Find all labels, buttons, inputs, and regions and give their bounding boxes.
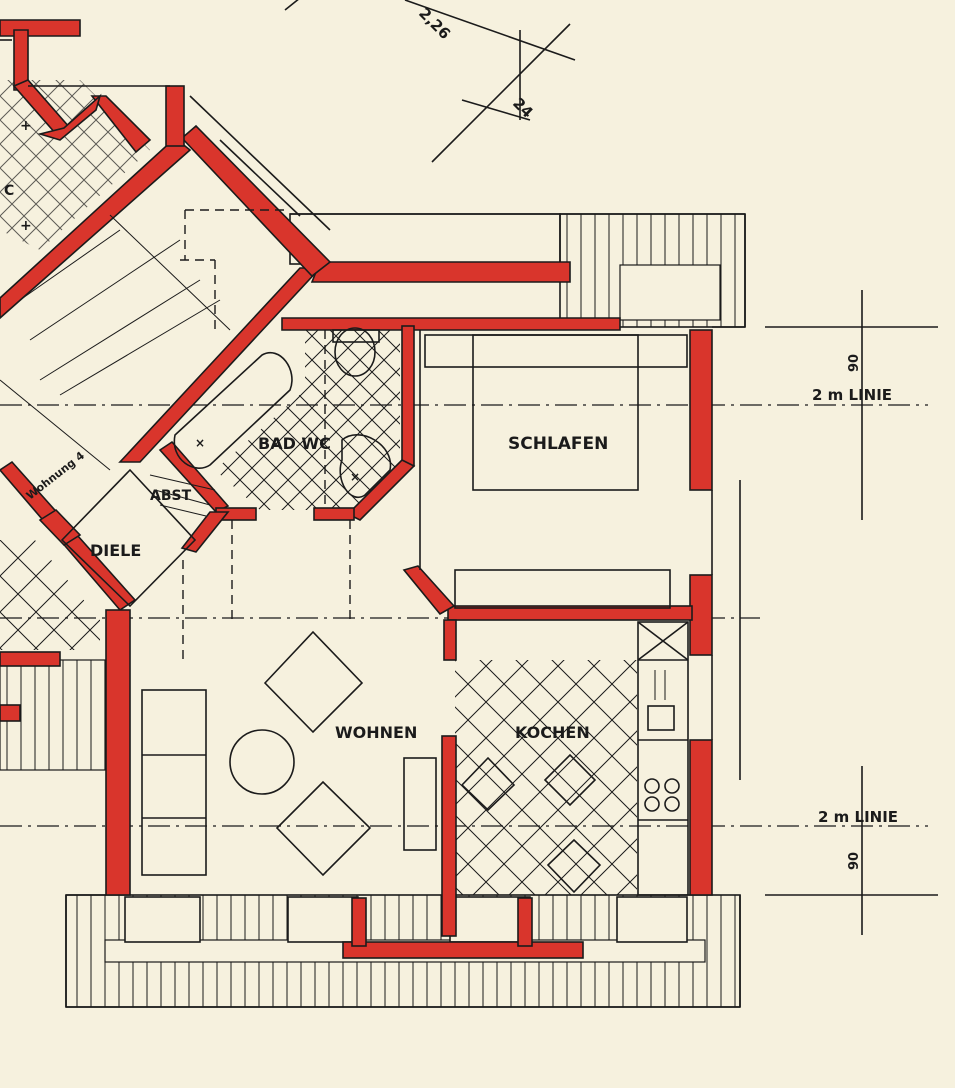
coffee-table <box>229 729 295 795</box>
dimension-diag-24: 24 <box>509 94 536 121</box>
line-label-upper: 2 m LINIE <box>812 386 892 404</box>
kitchen-table-chairs <box>460 753 602 894</box>
apartment-label: Wohnung 4 <box>24 449 87 503</box>
stove <box>644 778 680 812</box>
left-stair-hatch <box>0 659 106 771</box>
kitchen-tiles <box>455 660 637 895</box>
dimension-upper-90: 90 <box>847 354 862 372</box>
wardrobe <box>454 569 671 609</box>
bottom-terrace <box>65 894 741 1008</box>
armchair-top <box>263 630 364 734</box>
room-label-abst: ABST <box>150 488 192 504</box>
room-label-wohnen: WOHNEN <box>335 723 417 742</box>
svg-text:+: + <box>20 218 32 234</box>
svg-text:×: × <box>195 436 205 450</box>
partitions <box>0 39 746 1008</box>
room-label-diele: DIELE <box>90 541 141 560</box>
toilet <box>332 327 380 377</box>
left-neighbor-tiles <box>0 80 150 650</box>
room-label-bad-wc: BAD WC <box>258 434 331 453</box>
svg-text:+: + <box>20 118 32 134</box>
dimension-diag-226: 2,26 <box>415 4 454 43</box>
washbasin <box>339 434 392 498</box>
fixture-marks: + + × × <box>20 118 360 484</box>
room-label-wc-partial: C <box>4 183 14 199</box>
diagonal-dimension <box>284 0 576 163</box>
sofa <box>141 689 207 876</box>
dimension-lower-90: 90 <box>847 852 862 870</box>
armchair-bottom <box>275 780 372 877</box>
dashed-lines <box>180 209 351 660</box>
room-label-schlafen: SCHLAFEN <box>508 434 608 454</box>
kitchen-counter <box>637 621 689 896</box>
sideboard <box>403 757 437 851</box>
bath-tiles <box>215 328 400 510</box>
svg-text:×: × <box>350 470 360 484</box>
walls <box>0 19 713 959</box>
line-label-lower: 2 m LINIE <box>818 808 898 826</box>
bed <box>419 330 688 570</box>
room-label-kochen: KOCHEN <box>515 723 590 742</box>
bathtub <box>173 352 293 469</box>
